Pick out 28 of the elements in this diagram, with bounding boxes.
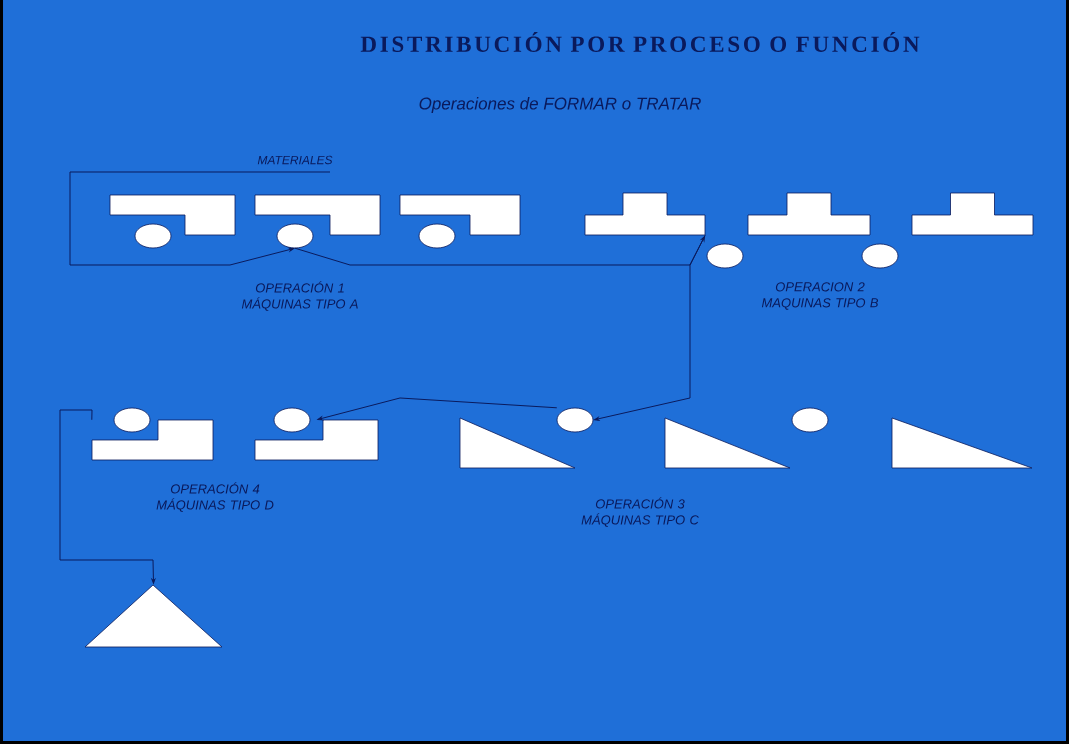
triangle-shape <box>664 417 791 469</box>
machine-shape <box>584 192 706 236</box>
flow-arrow <box>294 236 706 266</box>
triangle-shape <box>891 417 1033 469</box>
machine-shape <box>747 192 871 236</box>
operation-label: OPERACION 2 MAQUINAS TIPO B <box>761 282 879 310</box>
circle-marker <box>134 223 172 249</box>
circle-marker <box>273 407 311 433</box>
circle-marker <box>791 407 829 433</box>
circle-marker <box>861 243 899 269</box>
operation-label: OPERACIÓN 3 MÁQUINAS TIPO C <box>581 497 699 527</box>
edge-label: MATERIALES <box>256 154 334 166</box>
circle-marker <box>276 223 314 249</box>
subtitle: Operaciones de FORMAR o TRATAR <box>419 97 701 113</box>
triangle-shape <box>459 417 576 469</box>
flow-arrow <box>69 171 331 266</box>
circle-marker <box>418 223 456 249</box>
circle-marker <box>706 243 744 269</box>
circle-marker <box>113 407 151 433</box>
flow-arrow <box>594 234 706 421</box>
triangle-shape <box>84 584 223 648</box>
title: DISTRIBUCIÓN POR PROCESO O FUNCIÓN <box>360 32 920 52</box>
circle-marker <box>556 407 594 433</box>
flow-arrow <box>59 409 156 584</box>
operation-label: OPERACIÓN 4 MÁQUINAS TIPO D <box>156 482 274 512</box>
machine-shape <box>911 192 1034 236</box>
operation-label: OPERACIÓN 1 MÁQUINAS TIPO A <box>241 281 358 311</box>
flow-arrow <box>317 397 558 421</box>
